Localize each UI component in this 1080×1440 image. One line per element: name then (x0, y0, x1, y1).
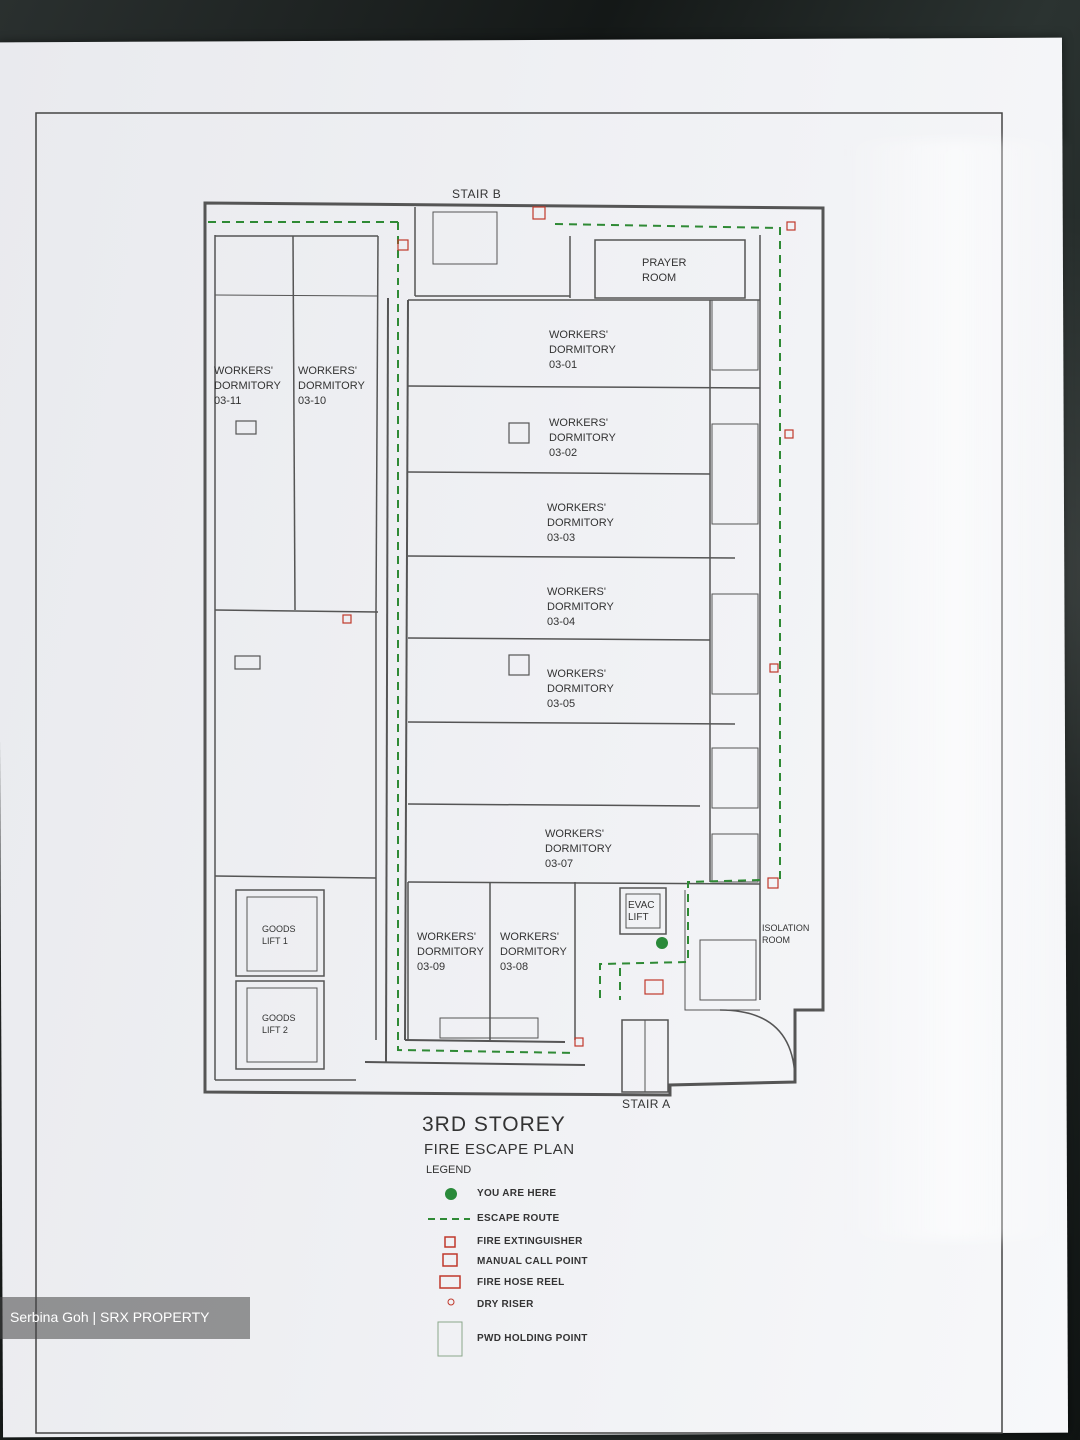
plan-subtitle: FIRE ESCAPE PLAN (424, 1141, 575, 1158)
you-are-here-marker (656, 937, 668, 949)
plan-title: 3RD STOREY (422, 1113, 566, 1136)
legend-fire-hose-reel-symbol (439, 1275, 461, 1289)
watermark: Serbina Goh | SRX PROPERTY (0, 1297, 250, 1339)
legend-fire-extinguisher: FIRE EXTINGUISHER (477, 1236, 583, 1247)
escape-route-lines (208, 221, 781, 1054)
watermark-text: Serbina Goh | SRX PROPERTY (10, 1309, 210, 1325)
stair-b-label: STAIR B (452, 187, 502, 201)
legend-dry-riser: DRY RISER (477, 1299, 534, 1310)
legend-title: LEGEND (426, 1164, 472, 1176)
glare (840, 140, 1070, 1240)
legend-you-are-here: YOU ARE HERE (477, 1188, 557, 1199)
legend-symbols (428, 1188, 470, 1357)
legend-pwd-holding-point: PWD HOLDING POINT (477, 1333, 588, 1344)
legend-fire-extinguisher-symbol (444, 1236, 456, 1248)
legend-you-are-here-symbol (445, 1188, 457, 1200)
legend-dry-riser-symbol (447, 1298, 455, 1306)
legend-manual-call-point: MANUAL CALL POINT (477, 1256, 588, 1267)
legend-escape-route: ESCAPE ROUTE (477, 1213, 560, 1224)
legend-pwd-holding-point-symbol (437, 1321, 463, 1357)
legend-fire-hose-reel: FIRE HOSE REEL (477, 1277, 565, 1288)
stair-a-label: STAIR A (622, 1097, 671, 1111)
legend-manual-call-point-symbol (442, 1253, 458, 1267)
